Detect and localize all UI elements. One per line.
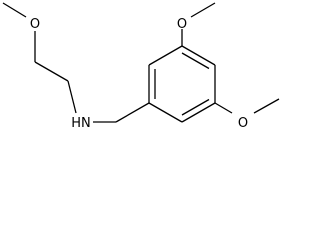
structure-drawing: O O O HN	[2, 2, 280, 131]
ring-double-bond-2	[181, 98, 210, 116]
atom-o-chain: O	[30, 17, 40, 32]
ring-bond-3	[181, 102, 216, 123]
ring-bond-6	[148, 45, 183, 66]
atom-n-amine: HN	[71, 116, 91, 131]
benzyl-bond-ring-ch2	[115, 102, 150, 123]
ring-bond-4	[148, 102, 183, 123]
atom-o-methoxy-bottom: O	[238, 116, 248, 131]
methoxy-bottom-bond-o-ch3	[253, 98, 280, 114]
methoxy-bottom-bond-ring-o	[214, 102, 233, 114]
chain-bond-n-ch2	[67, 80, 77, 114]
ring-double-bond-1	[181, 52, 210, 70]
chain-bond-ch2-ch2	[34, 61, 69, 82]
atom-o-methoxy-top: O	[177, 17, 187, 32]
chain-bond-o-ch3	[2, 2, 27, 18]
ring-bond-1	[181, 45, 216, 66]
methoxy-top-bond-o-ch3	[190, 2, 216, 18]
molecule-canvas: O O O HN	[2, 2, 280, 131]
